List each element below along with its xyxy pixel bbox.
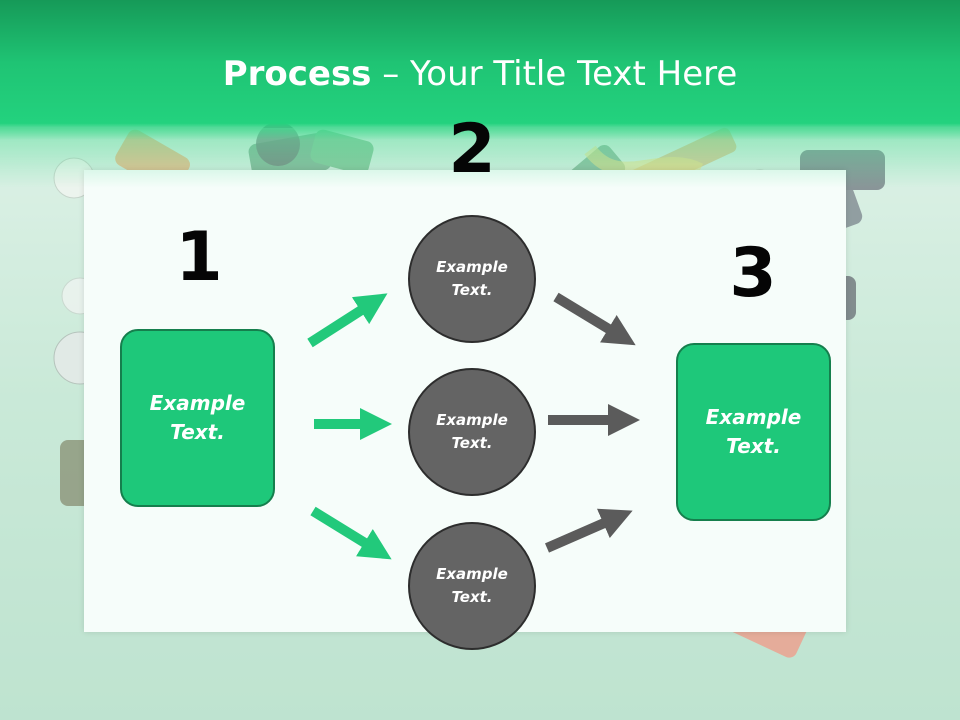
circle-bottom-label: Example Text. [436, 565, 508, 606]
right-box-label: Example Text. [705, 405, 802, 458]
circle-top-label: Example Text. [436, 258, 508, 299]
arrow-gray-down [553, 292, 636, 346]
header-fade [0, 128, 960, 188]
left-process-box: Example Text. [120, 329, 275, 507]
process-circle-middle: Example Text. [408, 368, 536, 496]
title-rest-part: – Your Title Text Here [371, 54, 738, 94]
header-bar [0, 0, 960, 140]
circle-middle-label: Example Text. [436, 411, 508, 452]
right-process-box: Example Text. [676, 343, 831, 521]
step-number-2: 2 [448, 110, 496, 189]
arrow-green-down [310, 506, 392, 560]
left-box-label: Example Text. [149, 391, 246, 444]
slide-title: Process – Your Title Text Here [0, 52, 960, 96]
process-circle-bottom: Example Text. [408, 522, 536, 650]
process-circle-top: Example Text. [408, 215, 536, 343]
step-number-3: 3 [729, 234, 777, 313]
arrow-green-up [307, 293, 388, 348]
title-bold-part: Process [222, 54, 372, 94]
step-number-1: 1 [175, 218, 223, 297]
arrow-gray-up [544, 508, 633, 553]
